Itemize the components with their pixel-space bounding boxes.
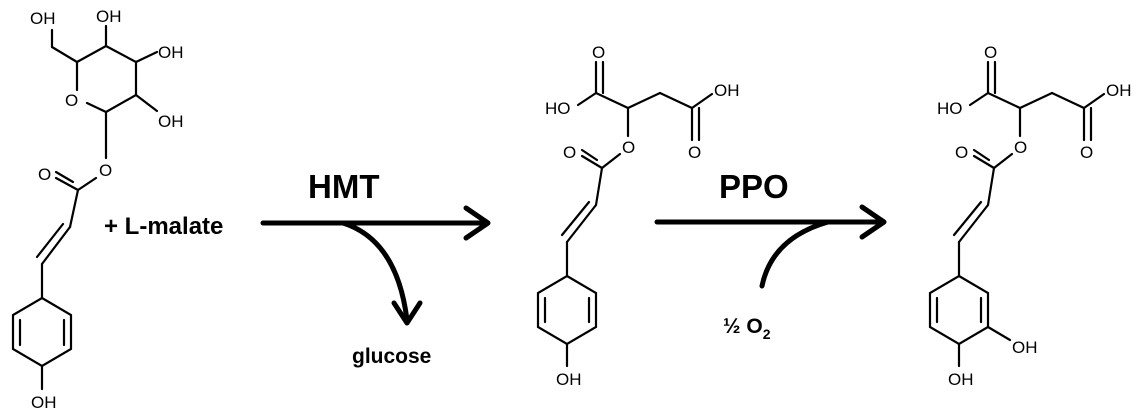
phenol-bond-3 xyxy=(986,325,1012,342)
ester-o-bond xyxy=(600,152,622,170)
atom-ho: HO xyxy=(937,99,963,118)
atom-o: O xyxy=(622,138,635,157)
benzene-ring xyxy=(928,274,990,346)
reagent-label: + L-malate xyxy=(104,213,223,240)
cosubstrate-label: ½ O2 xyxy=(723,315,771,342)
arrow-byproduct-curve xyxy=(340,220,410,323)
molecule-caffeoyl-malate: O HO OH O O O OH OH xyxy=(928,43,1132,389)
carbonyl-bond-a xyxy=(972,154,996,170)
atom-o: O xyxy=(1014,138,1027,157)
atom-oh: OH xyxy=(30,9,56,28)
carbonyl-bond-b xyxy=(580,148,599,162)
cooh2-oh-bond xyxy=(690,92,714,110)
arrow-cosubstrate-curve xyxy=(759,219,831,289)
atom-oh: OH xyxy=(31,393,57,412)
atom-o: O xyxy=(563,143,576,162)
c3-oh-bond xyxy=(134,50,159,64)
c1-c2-bond xyxy=(986,91,1022,110)
enzyme-label-hmt: HMT xyxy=(308,168,379,205)
alkene-bond-a xyxy=(565,203,598,244)
atom-oh: OH xyxy=(1012,338,1038,357)
c2-oh-bond xyxy=(134,93,159,113)
carbonyl-bond-a xyxy=(580,154,604,170)
atom-oh: OH xyxy=(714,81,740,100)
cooh2-oh-bond xyxy=(1082,92,1106,110)
molecule-coumaroyl-glucose: OH OH OH OH O O O OH xyxy=(11,7,184,412)
atom-oh: OH xyxy=(1106,81,1132,100)
atom-ho: HO xyxy=(545,99,571,118)
carbonyl-bond-b xyxy=(972,148,991,162)
molecule-coumaroyl-malate: O HO OH O O O OH xyxy=(536,43,740,389)
alkene-bond-b xyxy=(952,200,983,237)
atom-o: O xyxy=(592,43,605,62)
atom-oh: OH xyxy=(948,370,974,389)
cooh1-oh-bond xyxy=(968,91,990,107)
glucose-ring-bonds xyxy=(75,44,138,114)
atom-o: O xyxy=(99,161,112,180)
ester-o-bond xyxy=(76,176,98,192)
alpha-bond xyxy=(594,166,604,207)
atom-o: O xyxy=(688,143,701,162)
atom-o: O xyxy=(1080,143,1093,162)
arrow-step1-head xyxy=(463,205,491,241)
arrow-byproduct-head xyxy=(391,300,423,326)
c2-c3-bond xyxy=(1018,91,1054,110)
atom-o: O xyxy=(955,143,968,162)
ch2-bond xyxy=(50,45,79,64)
benzene-ring xyxy=(11,296,73,368)
c2-c3-bond xyxy=(626,91,662,110)
enzyme-label-ppo: PPO xyxy=(719,168,789,205)
c3-c4-bond xyxy=(658,91,694,110)
alpha-bond xyxy=(68,188,80,229)
atom-oh: OH xyxy=(556,370,582,389)
c1-c2-bond xyxy=(594,91,630,110)
alpha-bond xyxy=(986,166,996,207)
cooh1-oh-bond xyxy=(576,91,598,107)
alkene-bond-a xyxy=(40,225,72,266)
carbonyl-bond-b xyxy=(54,170,75,184)
alkene-bond-b xyxy=(35,222,65,259)
c3-c4-bond xyxy=(1050,91,1086,110)
atom-o: O xyxy=(65,91,78,110)
benzene-ring xyxy=(536,274,598,346)
arrow-step2 xyxy=(654,204,887,289)
carbonyl-bond-a xyxy=(54,176,80,192)
atom-oh: OH xyxy=(96,7,122,26)
byproduct-label: glucose xyxy=(352,345,431,368)
ester-o-bond xyxy=(992,152,1014,170)
arrow-step2-head xyxy=(859,204,887,240)
arrow-step1 xyxy=(260,205,491,326)
atom-o: O xyxy=(38,165,51,184)
alkene-bond-a xyxy=(957,203,990,244)
atom-oh: OH xyxy=(158,112,184,131)
atom-o: O xyxy=(984,43,997,62)
alkene-bond-b xyxy=(560,200,591,237)
atom-oh: OH xyxy=(158,43,184,62)
